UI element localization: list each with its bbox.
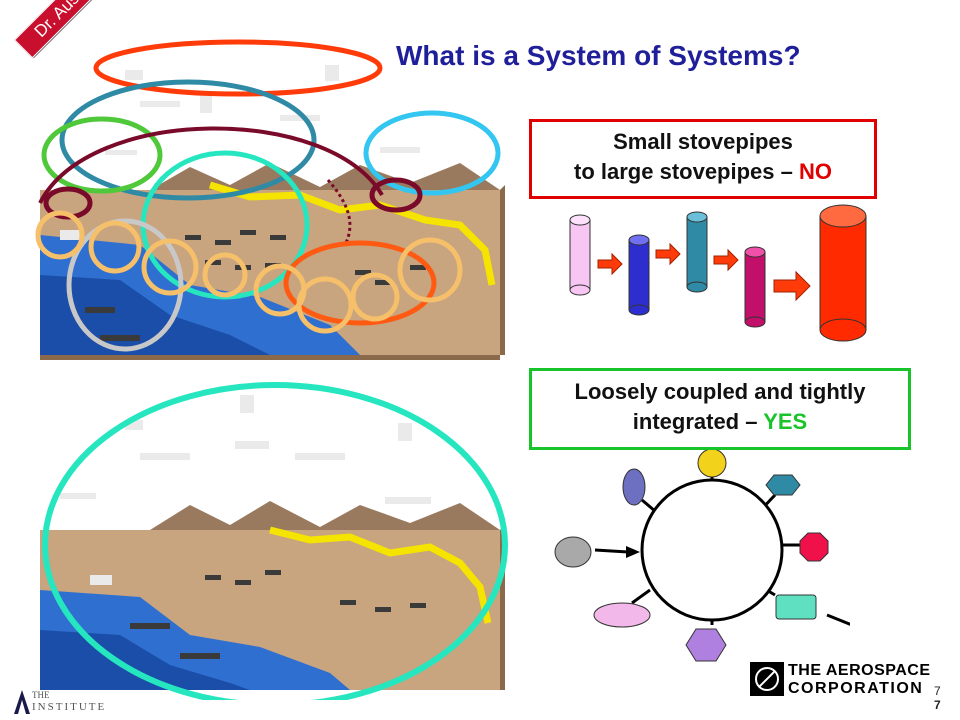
node-red-octagon <box>799 532 829 562</box>
stovepipe-1 <box>569 214 591 296</box>
arrow-right-icon <box>655 242 681 266</box>
stovepipe-5 <box>819 204 867 342</box>
verdict-no: NO <box>798 159 832 184</box>
stovepipe-diagram <box>569 204 867 342</box>
node-purple-hexagon <box>685 628 727 662</box>
aerospace-corporation-logo: THE AEROSPACE CORPORATION <box>750 662 930 702</box>
page-number-top: 7 <box>934 684 941 698</box>
arrow-right-icon <box>626 546 640 558</box>
page-number: 7 7 <box>934 684 941 712</box>
arrow-right-icon <box>597 252 623 276</box>
node-pink-oval <box>593 602 651 628</box>
node-teal-hexagon <box>765 474 801 496</box>
hub-circle <box>640 478 784 622</box>
institute-top: THE <box>32 690 50 700</box>
arrow-right-icon <box>713 248 739 272</box>
institute-logo-icon <box>14 690 30 714</box>
node-mint-rect <box>775 594 817 620</box>
verdict-yes: YES <box>763 409 808 434</box>
callout-yes-line2: integrated – YES <box>532 407 908 437</box>
arrow-right-icon <box>773 270 811 302</box>
page-number-bottom: 7 <box>934 698 941 712</box>
callout-no-text: to large stovepipes – <box>574 159 799 184</box>
stovepipe-2 <box>628 234 650 316</box>
page-title: What is a System of Systems? <box>396 40 801 71</box>
institute-bottom: INSTITUTE <box>32 701 107 713</box>
callout-yes-line1: Loosely coupled and tightly <box>574 379 866 404</box>
company-line-1: THE AEROSPACE <box>788 662 931 679</box>
stovepipe-3 <box>686 211 708 293</box>
hub-spoke-diagram <box>554 448 850 662</box>
stovepipe-4 <box>744 246 766 328</box>
aerospace-logo-icon <box>750 662 784 696</box>
stovepipes-callout: Small stovepipes to large stovepipes – N… <box>529 119 877 199</box>
integration-callout: Loosely coupled and tightly integrated –… <box>529 368 911 450</box>
node-blue-oval <box>622 468 646 506</box>
callout-no-line1: Small stovepipes <box>613 129 793 154</box>
sos-illustration-top <box>35 39 505 360</box>
company-line-2: CORPORATION <box>788 680 924 697</box>
callout-no-line2: to large stovepipes – NO <box>532 157 874 187</box>
node-gray-oval <box>554 536 592 568</box>
institute-logo: THE INSTITUTE <box>14 690 124 716</box>
node-yellow-circle <box>697 448 727 478</box>
callout-yes-text: integrated – <box>632 409 764 434</box>
sos-illustration-bottom <box>40 382 508 700</box>
